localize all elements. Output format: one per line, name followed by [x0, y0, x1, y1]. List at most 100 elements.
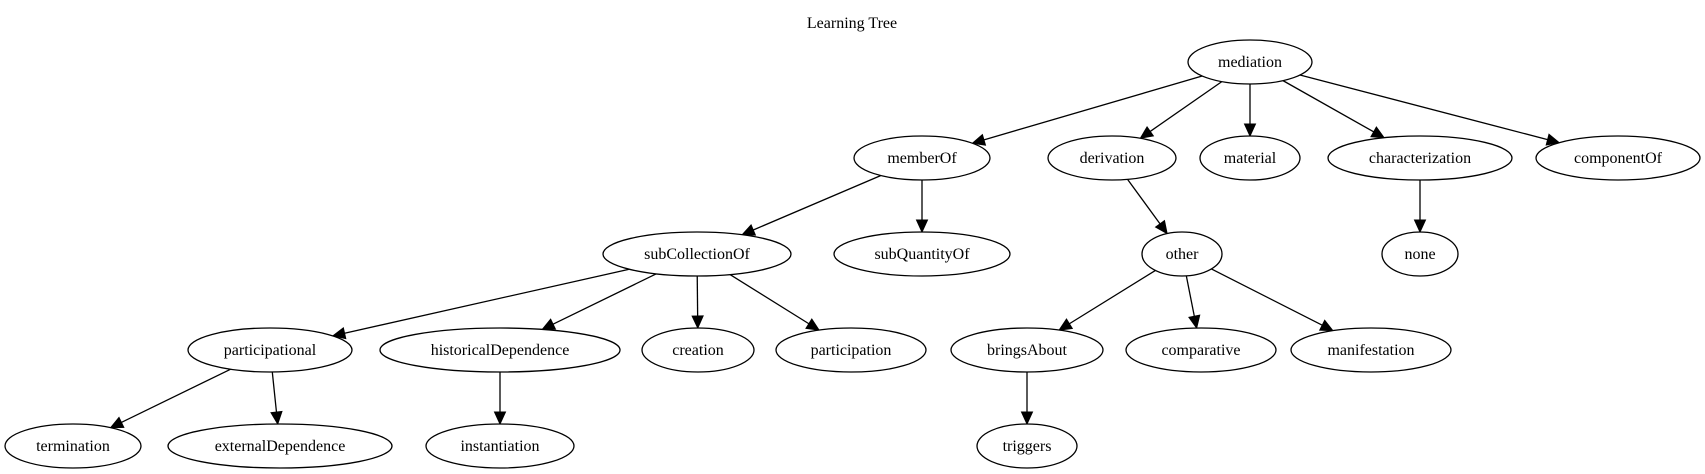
node-mediation: mediation	[1187, 39, 1313, 85]
arrowhead	[1318, 319, 1334, 332]
edge-subCollectionOf-to-historicalDependence	[541, 273, 657, 330]
node-ellipse	[775, 327, 927, 373]
edge-other-to-bringsAbout	[1058, 269, 1156, 331]
arrowhead	[270, 410, 283, 426]
edge-subCollectionOf-to-participational	[331, 268, 630, 340]
arrowhead	[1370, 126, 1386, 139]
node-subCollectionOf: subCollectionOf	[602, 231, 792, 277]
edges-layer	[109, 74, 1561, 429]
node-termination: termination	[4, 423, 142, 469]
edge-memberOf-to-subCollectionOf	[741, 174, 882, 236]
edge-line	[1127, 178, 1161, 225]
edge-line	[121, 368, 231, 423]
edge-mediation-to-componentOf	[1299, 74, 1561, 146]
arrowhead	[1020, 411, 1034, 426]
edge-line	[1149, 81, 1223, 132]
edge-line	[552, 273, 657, 325]
edge-bringsAbout-to-triggers	[1020, 372, 1034, 426]
node-ellipse	[602, 231, 792, 277]
node-label: comparative	[1161, 342, 1240, 359]
node-label: creation	[672, 342, 724, 359]
edge-line	[271, 371, 278, 413]
arrowhead	[915, 219, 929, 234]
edge-subCollectionOf-to-creation	[691, 275, 704, 330]
node-ellipse	[1047, 135, 1177, 181]
arrowhead	[493, 411, 507, 426]
node-participational: participational	[187, 327, 353, 373]
edge-participational-to-termination	[109, 368, 231, 429]
node-label: material	[1224, 150, 1277, 167]
edge-other-to-manifestation	[1211, 268, 1334, 332]
node-label: manifestation	[1327, 342, 1414, 359]
node-label: participation	[811, 342, 892, 359]
edge-mediation-to-material	[1243, 84, 1257, 138]
node-participation: participation	[775, 327, 927, 373]
edge-participational-to-externalDependence	[270, 371, 283, 426]
edge-line	[729, 274, 810, 325]
node-label: bringsAbout	[987, 342, 1068, 359]
arrowhead	[1154, 219, 1168, 235]
arrowhead	[1139, 125, 1155, 139]
arrowhead	[1243, 123, 1257, 138]
node-label: historicalDependence	[431, 342, 570, 359]
node-label: memberOf	[887, 150, 957, 167]
node-ellipse	[1290, 327, 1452, 373]
node-ellipse	[1381, 231, 1459, 277]
edge-other-to-comparative	[1185, 275, 1201, 330]
edge-line	[983, 75, 1203, 141]
node-ellipse	[853, 135, 991, 181]
node-ellipse	[950, 327, 1104, 373]
node-label: characterization	[1369, 150, 1471, 167]
node-label: componentOf	[1574, 150, 1663, 167]
edge-line	[1282, 80, 1374, 133]
arrowhead	[971, 133, 987, 146]
node-ellipse	[1141, 231, 1223, 277]
arrowhead	[1413, 219, 1427, 234]
node-triggers: triggers	[976, 423, 1078, 469]
node-label: subQuantityOf	[874, 246, 970, 263]
node-instantiation: instantiation	[425, 423, 575, 469]
node-subQuantityOf: subQuantityOf	[833, 231, 1011, 277]
node-memberOf: memberOf	[853, 135, 991, 181]
edge-line	[1069, 269, 1156, 325]
node-label: none	[1404, 246, 1435, 263]
node-historicalDependence: historicalDependence	[379, 327, 621, 373]
arrowhead	[1545, 133, 1561, 146]
edge-line	[1185, 275, 1195, 317]
node-manifestation: manifestation	[1290, 327, 1452, 373]
arrowhead	[109, 416, 125, 429]
arrowhead	[805, 318, 821, 331]
node-creation: creation	[641, 327, 755, 373]
diagram-title: Learning Tree	[807, 15, 897, 32]
node-ellipse	[833, 231, 1011, 277]
edge-characterization-to-none	[1413, 180, 1427, 234]
node-label: triggers	[1003, 438, 1052, 455]
node-ellipse	[425, 423, 575, 469]
node-ellipse	[167, 423, 393, 469]
node-derivation: derivation	[1047, 135, 1177, 181]
node-ellipse	[4, 423, 142, 469]
node-comparative: comparative	[1125, 327, 1277, 373]
arrowhead	[741, 224, 757, 236]
edge-line	[752, 174, 882, 231]
arrowhead	[691, 315, 704, 330]
node-label: derivation	[1080, 150, 1145, 167]
node-label: participational	[224, 342, 317, 359]
node-ellipse	[976, 423, 1078, 469]
node-label: subCollectionOf	[644, 246, 750, 263]
arrowhead	[1188, 314, 1201, 330]
node-ellipse	[1187, 39, 1313, 85]
node-ellipse	[641, 327, 755, 373]
node-ellipse	[1535, 135, 1701, 181]
edge-line	[344, 268, 630, 334]
nodes-layer: mediation memberOf derivation material chara…	[4, 39, 1701, 469]
node-externalDependence: externalDependence	[167, 423, 393, 469]
node-material: material	[1199, 135, 1301, 181]
node-characterization: characterization	[1327, 135, 1513, 181]
node-label: termination	[36, 438, 110, 455]
node-label: mediation	[1218, 54, 1282, 71]
node-ellipse	[1199, 135, 1301, 181]
arrowhead	[331, 327, 347, 340]
node-ellipse	[1327, 135, 1513, 181]
